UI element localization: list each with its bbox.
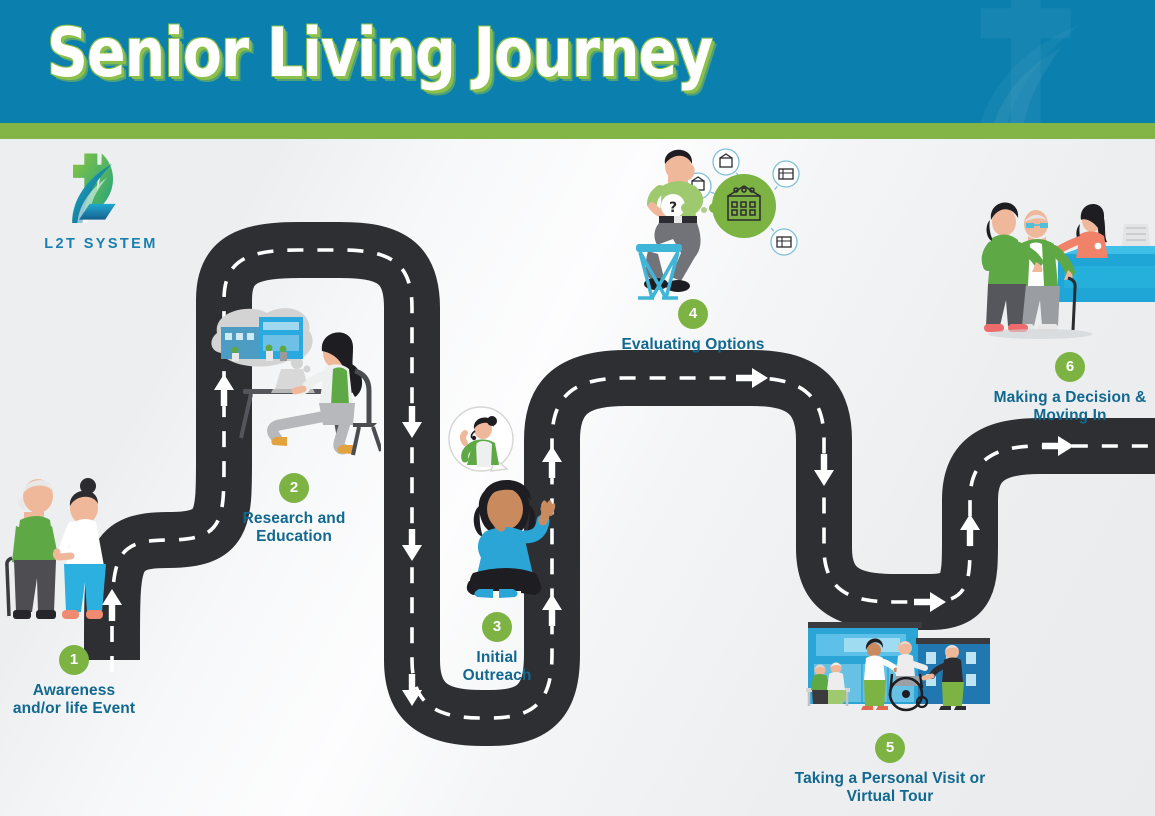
family-at-reception-desk-moving-in-illustration <box>981 202 1155 339</box>
step-5[interactable]: 5 Taking a Personal Visit or Virtual Tou… <box>775 733 1005 807</box>
header-accent-bar <box>0 123 1155 139</box>
step-4-badge: 4 <box>678 299 708 329</box>
step-1[interactable]: 1 Awareness and/or life Event <box>0 645 189 719</box>
step-6-badge: 6 <box>1055 352 1085 382</box>
elderly-man-with-cane-and-caregiver-illustration <box>5 478 106 619</box>
step-5-label-line2: Virtual Tour <box>846 788 934 806</box>
step-5-label-line1: Taking a Personal Visit or <box>794 770 986 787</box>
direction-arrow-icon <box>102 368 1074 706</box>
step-2-label-line2: Education <box>256 528 332 546</box>
senior-living-facility-tour-illustration <box>806 622 990 712</box>
step-6-label-line1: Making a Decision & <box>993 389 1147 406</box>
brand-logo-text: L2T SYSTEM <box>44 236 158 252</box>
man-on-stool-comparing-facility-options-illustration: ? <box>636 148 800 300</box>
step-3-label: Initial Outreach <box>382 649 612 686</box>
step-1-badge: 1 <box>59 645 89 675</box>
step-1-label-line2: and/or life Event <box>12 700 136 718</box>
step-3-label-line2: Outreach <box>462 667 532 685</box>
step-2-badge: 2 <box>279 473 309 503</box>
brand-logo: L2T SYSTEM <box>26 150 176 252</box>
step-4-label: Evaluating Options <box>578 336 808 354</box>
step-3[interactable]: 3 Initial Outreach <box>382 612 612 686</box>
step-6-label: Making a Decision & Moving In <box>955 389 1155 426</box>
l2t-logo-watermark-icon <box>980 0 1071 123</box>
woman-at-laptop-with-facility-thought-bubble-illustration <box>211 308 381 456</box>
step-2-label: Research and Education <box>179 510 409 547</box>
header-banner: Senior Living Journey <box>0 0 1155 123</box>
step-4-label-line1: Evaluating Options <box>621 336 765 353</box>
step-5-label: Taking a Personal Visit or Virtual Tour <box>775 770 1005 807</box>
page-title: Senior Living Journey <box>47 14 713 93</box>
step-2-label-line1: Research and <box>242 510 346 527</box>
step-3-label-line1: Initial <box>476 649 518 666</box>
step-1-label-line1: Awareness <box>32 682 116 699</box>
step-6-label-line2: Moving In <box>1033 407 1107 425</box>
svg-text:?: ? <box>669 200 677 216</box>
step-5-badge: 5 <box>875 733 905 763</box>
woman-on-phone-with-call-agent-bubble-illustration <box>448 406 556 598</box>
step-1-label: Awareness and/or life Event <box>0 682 189 719</box>
l2t-leaf-cross-logo-icon <box>72 153 116 224</box>
step-6[interactable]: 6 Making a Decision & Moving In <box>955 352 1155 426</box>
step-4[interactable]: 4 Evaluating Options <box>578 299 808 354</box>
step-3-badge: 3 <box>482 612 512 642</box>
step-2[interactable]: 2 Research and Education <box>179 473 409 547</box>
